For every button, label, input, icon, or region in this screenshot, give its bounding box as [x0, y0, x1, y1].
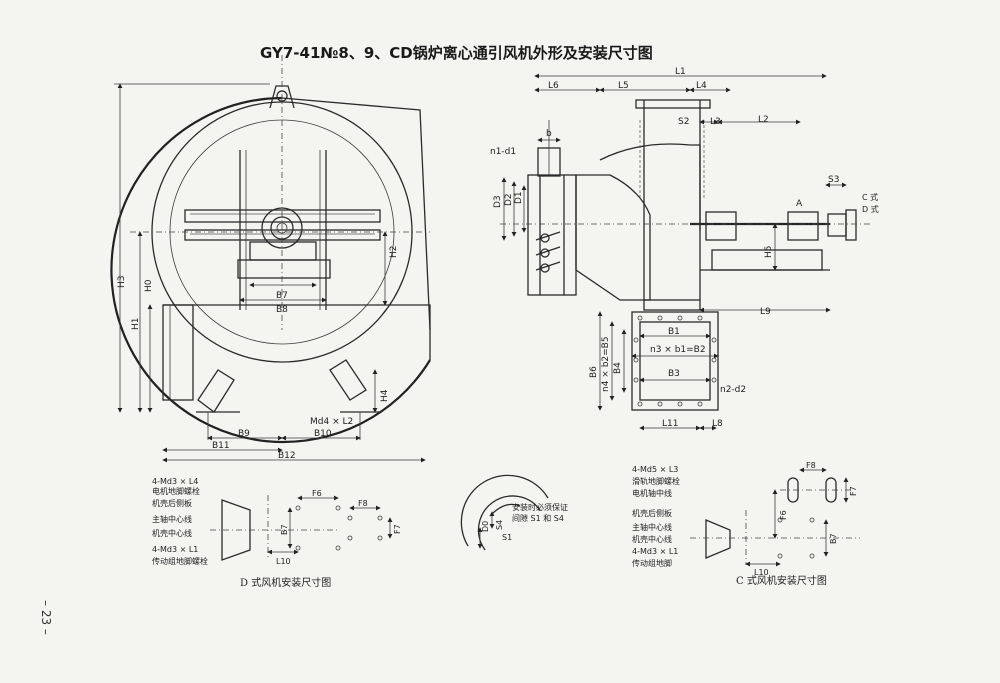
dim-S3: S3	[828, 175, 839, 185]
bearing-1	[705, 211, 737, 241]
outlet-flange: B1 n3 × b1=B2 B6 n4 × b2=B5 B4 B3 n2-d2 …	[589, 311, 746, 431]
c-B7: B7	[829, 533, 838, 544]
dim-H0: H0	[144, 279, 154, 292]
dim-L11: L11	[662, 419, 678, 429]
c-main-axis: 主轴中心线	[632, 522, 672, 532]
clearance-detail: D0 S4 S1 安装时必须保证 间隙 S1 和 S4	[460, 474, 568, 551]
dim-L6: L6	[548, 81, 559, 91]
clear-note-1: 安装时必须保证	[512, 502, 568, 512]
page-number: – 23 –	[39, 600, 53, 635]
dim-H3: H3	[117, 276, 127, 289]
clear-D0: D0	[481, 521, 490, 532]
dim-n1-d1: n1-d1	[490, 147, 516, 157]
dim-L5: L5	[618, 81, 629, 91]
bearing-2	[787, 211, 819, 241]
d-F8: F8	[358, 499, 368, 508]
label-C-style: C 式	[862, 192, 878, 202]
dim-L2: L2	[758, 115, 769, 125]
dim-b: b	[546, 129, 552, 139]
dim-n4b2B5: n4 × b2=B5	[601, 336, 611, 392]
dim-B8: B8	[276, 305, 288, 315]
dim-B4: B4	[613, 362, 623, 374]
c-F8: F8	[806, 461, 816, 470]
volute-casing	[110, 96, 431, 444]
dim-H1: H1	[131, 318, 141, 331]
outlet-duct	[163, 304, 431, 360]
c-rail-bolt: 滑轨地脚螺栓	[632, 476, 680, 486]
dim-B1: B1	[668, 327, 680, 337]
d-L10: L10	[276, 557, 291, 566]
dim-B11: B11	[212, 441, 230, 451]
c-style-caption: C 式风机安装尺寸图	[736, 574, 827, 587]
d-style-caption: D 式风机安装尺寸图	[240, 576, 331, 589]
dim-B12: B12	[278, 451, 296, 461]
drawing-title: GY7-41№8、9、CD锅炉离心通引风机外形及安装尺寸图	[260, 44, 653, 62]
d-main-axis: 主轴中心线	[152, 514, 192, 524]
c-back-plate: 机壳后侧板	[632, 508, 672, 518]
label-D-style: D 式	[862, 204, 879, 214]
c-motor-axis: 电机轴中线	[632, 488, 672, 498]
clear-S1: S1	[502, 533, 512, 542]
dim-D1: D1	[514, 191, 524, 204]
d-md3l1: 4-Md3 × L1	[152, 545, 198, 554]
c-drive-feet: 传动组地脚	[632, 558, 672, 568]
dim-L3: L3	[710, 117, 721, 127]
c-md5l3: 4-Md5 × L3	[632, 465, 678, 474]
dim-B9: B9	[238, 429, 250, 439]
c-L10: L10	[754, 568, 769, 577]
dim-L1: L1	[675, 67, 686, 77]
side-view: L1 L6 L5 L4 S2 L3 L2 b n1-d1 D3 D2 D1 S3…	[490, 67, 879, 317]
dim-H2: H2	[389, 246, 399, 259]
label-A: A	[796, 199, 803, 209]
dim-S2: S2	[678, 117, 689, 127]
c-F7: F7	[849, 486, 858, 496]
d-F7: F7	[393, 524, 402, 534]
dim-B6: B6	[589, 366, 599, 378]
c-F6: F6	[779, 510, 788, 520]
dim-n2-d2: n2-d2	[720, 385, 746, 395]
dim-B3: B3	[668, 369, 680, 379]
d-drive-bolt: 传动组地脚螺栓	[152, 556, 208, 566]
dim-D3: D3	[493, 195, 503, 208]
d-back-plate: 机壳后侧板	[152, 498, 192, 508]
c-style-detail: 4-Md5 × L3 滑轨地脚螺栓 电机轴中线 机壳后侧板 主轴中心线 机壳中心…	[632, 461, 860, 587]
d-F6: F6	[312, 489, 322, 498]
dim-n3b1B2: n3 × b1=B2	[650, 345, 706, 355]
right-leg	[329, 359, 367, 401]
clear-note-2: 间隙 S1 和 S4	[512, 513, 564, 523]
dim-B10: B10	[314, 429, 332, 439]
c-casing-axis: 机壳中心线	[632, 534, 672, 544]
dim-D2: D2	[504, 193, 514, 206]
d-md3l4: 4-Md3 × L4	[152, 477, 198, 486]
dim-L8: L8	[712, 419, 723, 429]
front-view: H3 H0 H1 H2 H4 B7 B8 B9 B10 B11 B12 Md4 …	[110, 55, 431, 463]
left-leg	[197, 369, 235, 413]
dim-L4: L4	[696, 81, 707, 91]
dim-H5: H5	[764, 246, 774, 259]
dim-L9: L9	[760, 307, 771, 317]
c-md3l1: 4-Md3 × L1	[632, 547, 678, 556]
dim-H4: H4	[380, 389, 390, 402]
dim-B7: B7	[276, 291, 288, 301]
d-casing-axis: 机壳中心线	[152, 528, 192, 538]
d-B7: B7	[280, 524, 289, 535]
clear-S4: S4	[495, 520, 504, 530]
casing-side	[575, 174, 651, 301]
d-motor-bolt: 电机地脚螺栓	[152, 486, 200, 496]
dim-Md4-L2: Md4 × L2	[310, 417, 353, 427]
d-style-detail: 4-Md3 × L4 电机地脚螺栓 机壳后侧板 主轴中心线 机壳中心线 4-Md…	[152, 477, 402, 589]
